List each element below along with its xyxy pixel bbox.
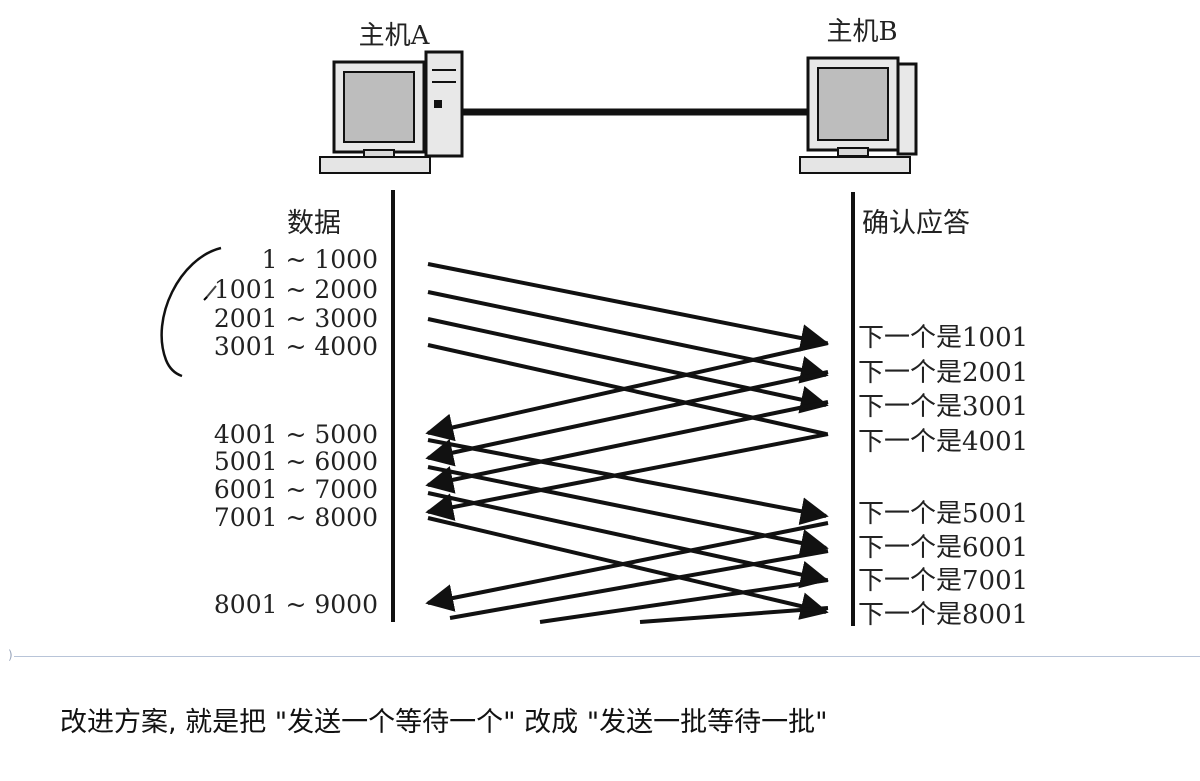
segment-label: 1 ~ 1000	[262, 245, 378, 274]
ack-label: 下一个是7001	[858, 566, 1028, 596]
separator-marker: )	[8, 648, 13, 662]
data-column-header: 数据	[287, 208, 341, 239]
ack-label: 下一个是6001	[858, 533, 1028, 563]
ack-label: 下一个是1001	[858, 323, 1028, 353]
ack-label: 下一个是4001	[858, 427, 1028, 457]
ack-label: 下一个是8001	[858, 600, 1028, 630]
ack-column-header: 确认应答	[862, 208, 970, 239]
note-separator	[14, 656, 1200, 657]
sliding-window-diagram: 主机A 主机B 数据 确认应答 1 ~ 1000 1001 ~ 2000 200…	[0, 0, 1200, 660]
host-a-computer-icon	[320, 52, 462, 173]
segment-label: 5001 ~ 6000	[214, 447, 378, 476]
segment-label: 2001 ~ 3000	[214, 304, 378, 333]
host-a-label: 主机A	[359, 21, 431, 51]
segment-label: 6001 ~ 7000	[214, 475, 378, 504]
host-b-label: 主机B	[826, 17, 897, 47]
segment-label: 3001 ~ 4000	[214, 332, 378, 361]
segment-label: 4001 ~ 5000	[214, 420, 378, 449]
host-b-computer-icon	[800, 58, 916, 173]
ack-arrow	[640, 608, 828, 622]
segment-label: 8001 ~ 9000	[214, 590, 378, 619]
improvement-caption: 改进方案, 就是把 "发送一个等待一个" 改成 "发送一批等待一批"	[60, 700, 828, 739]
segment-label: 1001 ~ 2000	[214, 275, 378, 304]
segment-label: 7001 ~ 8000	[214, 503, 378, 532]
handwritten-bracket	[162, 248, 221, 376]
ack-label: 下一个是2001	[858, 358, 1028, 388]
ack-label: 下一个是5001	[858, 499, 1028, 529]
ack-label: 下一个是3001	[858, 392, 1028, 422]
